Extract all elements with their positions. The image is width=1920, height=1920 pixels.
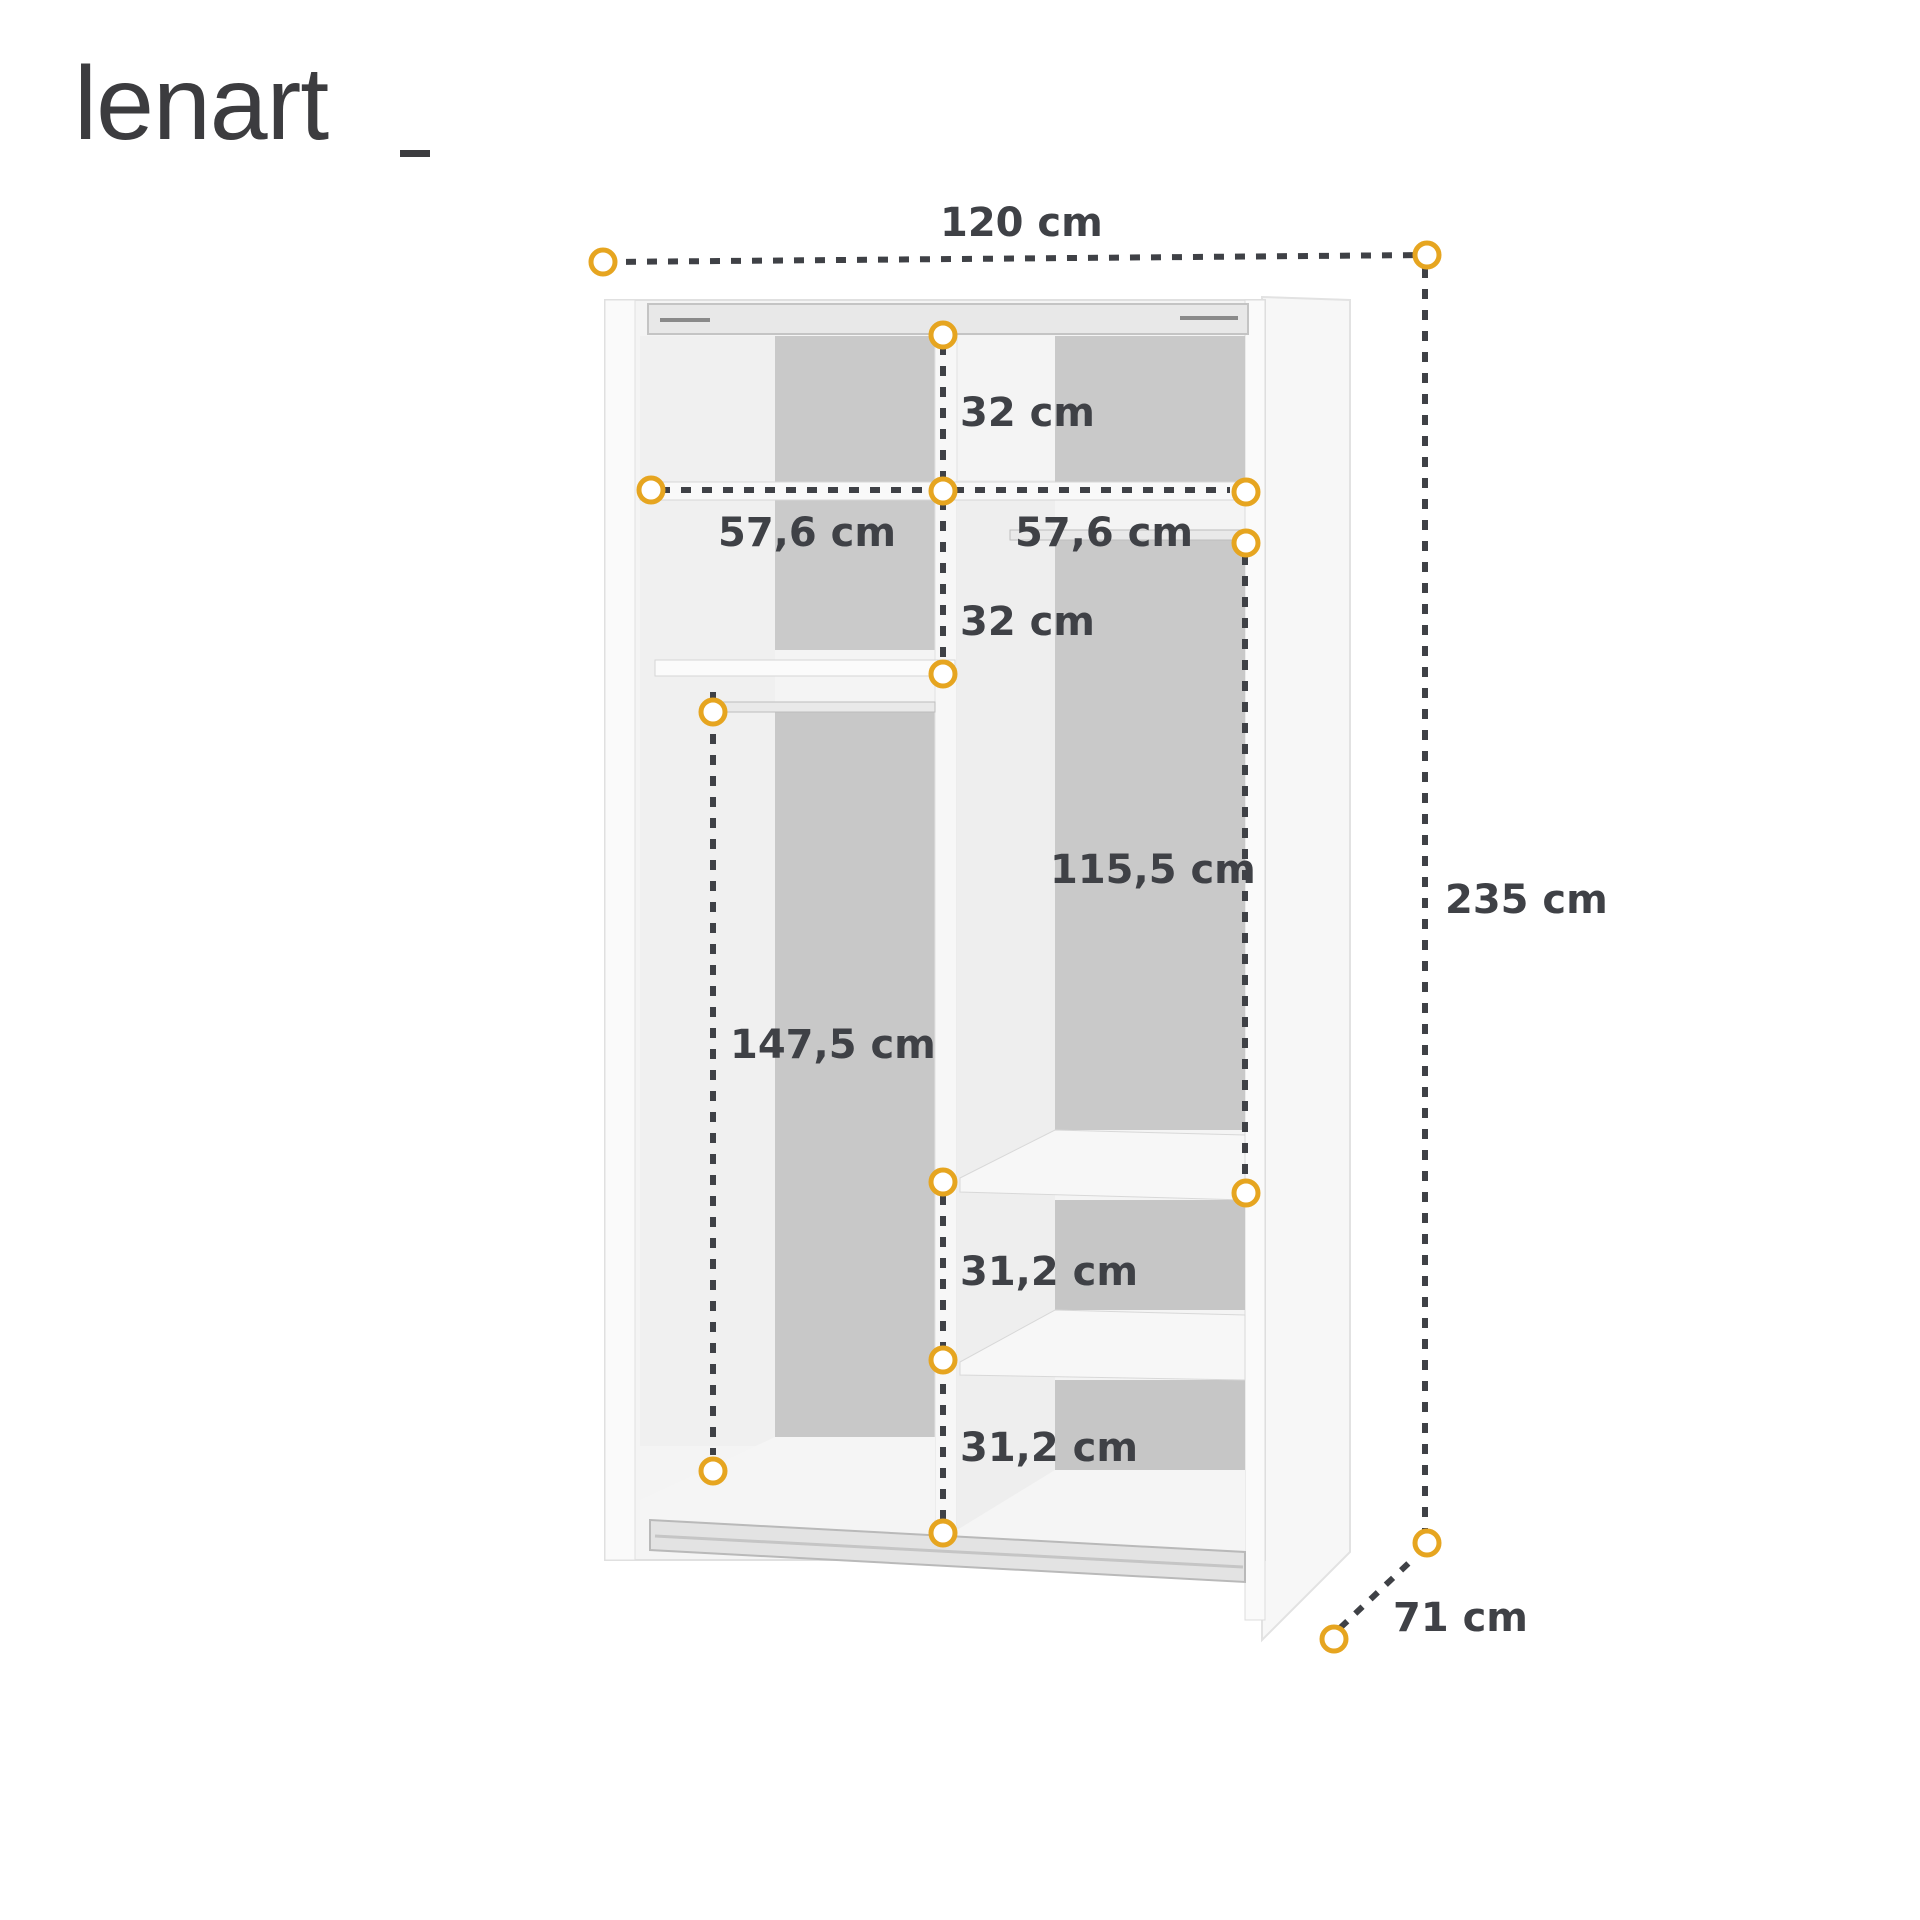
shelf-right-2 — [959, 1309, 1246, 1381]
marker-right-shelf-1-left — [928, 1167, 958, 1197]
label-right-hanging: 115,5 cm — [1050, 847, 1256, 893]
brand-logo-underscore — [400, 150, 430, 157]
label-left-width: 57,6 cm — [718, 510, 897, 556]
label-top-compartment: 32 cm — [960, 390, 1095, 436]
back-panel-top-right — [1055, 336, 1245, 482]
marker-left-hanging-top — [698, 697, 728, 727]
back-panel-right-low — [1055, 1380, 1245, 1470]
label-height-total: 235 cm — [1445, 877, 1608, 923]
wardrobe-left-door-edge — [604, 299, 636, 1561]
back-panel-left-upper — [775, 500, 935, 650]
label-right-width: 57,6 cm — [1015, 510, 1194, 556]
bottom-rail-groove — [654, 1534, 1244, 1569]
marker-right-shelf-2-left — [928, 1345, 958, 1375]
brand-name: lenart — [74, 46, 329, 162]
dim-line-depth — [1337, 1557, 1415, 1631]
back-panel-top-left — [775, 336, 935, 482]
dimension-markers — [588, 240, 1442, 1654]
label-width-total: 120 cm — [940, 200, 1103, 246]
marker-right-hanging-bottom — [1231, 1178, 1261, 1208]
marker-shelf-right — [1231, 477, 1261, 507]
marker-right-hanging-top — [1231, 528, 1261, 558]
marker-depth-front — [1319, 1624, 1349, 1654]
marker-height-bottom — [1412, 1528, 1442, 1558]
marker-width-right — [1412, 240, 1442, 270]
marker-left-hanging-bottom — [698, 1456, 728, 1486]
brand-logo: lenart — [74, 52, 329, 156]
marker-top-compartment-top — [928, 320, 958, 350]
marker-shelf-left — [636, 475, 666, 505]
label-depth-total: 71 cm — [1393, 1595, 1528, 1641]
interior-center-right-wall — [957, 480, 1055, 1560]
marker-shelf-center — [928, 476, 958, 506]
wardrobe-side-panel-right — [1261, 295, 1351, 1643]
marker-left-upper-bottom — [928, 659, 958, 689]
marker-bottom-center — [928, 1518, 958, 1548]
dimension-lines — [604, 252, 1428, 1631]
back-panel-left-hanging — [775, 712, 935, 1437]
label-left-hanging: 147,5 cm — [730, 1022, 936, 1068]
dim-line-width-total — [604, 252, 1426, 265]
back-panel-right-mid — [1055, 1200, 1245, 1310]
hanging-rail-left — [709, 701, 936, 713]
label-right-shelf-1: 31,2 cm — [960, 1249, 1139, 1295]
label-right-shelf-2: 31,2 cm — [960, 1425, 1139, 1471]
bottom-floor-left — [640, 1437, 935, 1520]
interior-left-wall — [640, 336, 775, 1446]
bottom-floor-right — [957, 1470, 1245, 1555]
back-panel-right-hanging — [1055, 540, 1245, 1130]
marker-width-left — [588, 247, 618, 277]
label-left-upper-compartment: 32 cm — [960, 599, 1095, 645]
shelf-left-upper — [654, 659, 956, 677]
